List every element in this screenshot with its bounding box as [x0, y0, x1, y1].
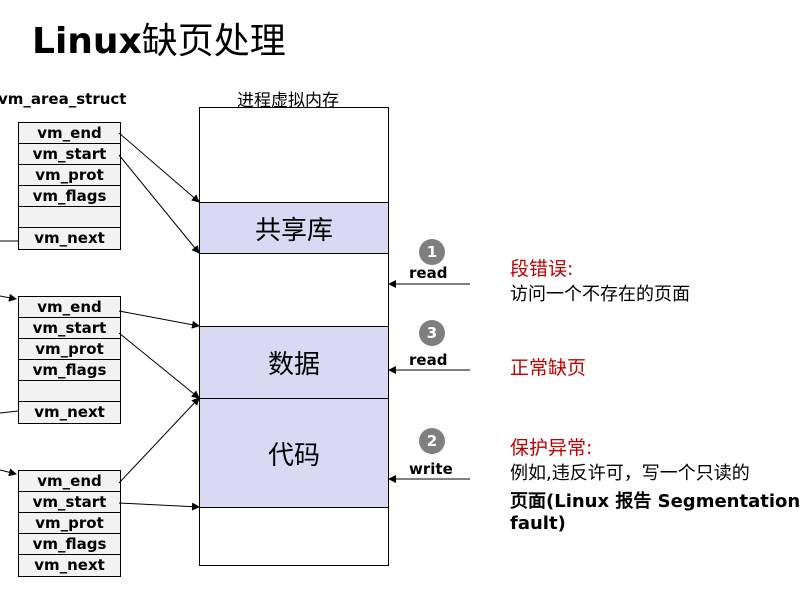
access-op-label: read — [409, 351, 448, 369]
shared-library-region: 共享库 — [200, 202, 388, 254]
access-number-badge: 2 — [419, 428, 445, 454]
code-region: 代码 — [200, 398, 388, 508]
vm-area-struct-1: vm_end vm_start vm_prot vm_flags vm_next — [18, 122, 121, 250]
arrow-s1-start — [118, 154, 200, 254]
access-number-badge: 3 — [419, 320, 445, 346]
vm-area-struct-2: vm_end vm_start vm_prot vm_flags vm_next — [18, 296, 121, 424]
vm-area-struct-3: vm_end vm_start vm_prot vm_flags vm_next — [18, 470, 121, 577]
title-cjk: 缺页处理 — [141, 21, 286, 62]
protection-desc-line2: 页面(Linux 报告 Segmentation — [510, 491, 801, 512]
vm-prot-field: vm_prot — [19, 513, 120, 534]
protection-title: 保护异常: — [510, 437, 593, 459]
vm-next-field: vm_next — [19, 228, 120, 249]
arrow-s3-in — [0, 468, 17, 477]
vm-area-struct-label: vm_area_struct — [0, 90, 127, 108]
vm-end-field: vm_end — [19, 123, 120, 144]
page-title: Linux缺页处理 — [32, 12, 286, 64]
vm-start-field: vm_start — [19, 318, 120, 339]
vm-start-field: vm_start — [19, 492, 120, 513]
arrow-s1-end — [118, 132, 200, 203]
access-op-label: write — [409, 460, 453, 478]
normal-fault-title: 正常缺页 — [510, 357, 587, 379]
blank-field — [19, 207, 120, 228]
access-op-label: read — [409, 264, 448, 282]
arrow-s3-end — [118, 397, 200, 484]
vm-flags-field: vm_flags — [19, 360, 120, 381]
access-number-badge: 1 — [419, 239, 445, 265]
vm-end-field: vm_end — [19, 471, 120, 492]
arrow-s2-end — [118, 310, 200, 329]
arrow-s2-in — [0, 293, 17, 302]
virtual-memory-column: 共享库 数据 代码 — [199, 107, 389, 566]
vm-flags-field: vm_flags — [19, 534, 120, 555]
blank-field — [19, 381, 120, 402]
vm-flags-field: vm_flags — [19, 186, 120, 207]
vm-next-field: vm_next — [19, 555, 120, 576]
vm-prot-field: vm_prot — [19, 165, 120, 186]
vm-end-field: vm_end — [19, 297, 120, 318]
protection-desc-line3: fault) — [510, 513, 566, 534]
arrow-s3-start — [118, 502, 200, 511]
title-latin: Linux — [32, 21, 142, 62]
arrow-s2-next-in — [0, 410, 19, 414]
vm-prot-field: vm_prot — [19, 339, 120, 360]
protection-desc-line1: 例如,违反许可，写一个只读的 — [510, 463, 750, 484]
segfault-desc: 访问一个不存在的页面 — [510, 284, 690, 305]
virtual-memory-label: 进程虚拟内存 — [237, 91, 339, 111]
segfault-title: 段错误: — [510, 258, 574, 280]
arrow-s2-start — [118, 332, 200, 399]
vm-start-field: vm_start — [19, 144, 120, 165]
vm-next-field: vm_next — [19, 402, 120, 423]
